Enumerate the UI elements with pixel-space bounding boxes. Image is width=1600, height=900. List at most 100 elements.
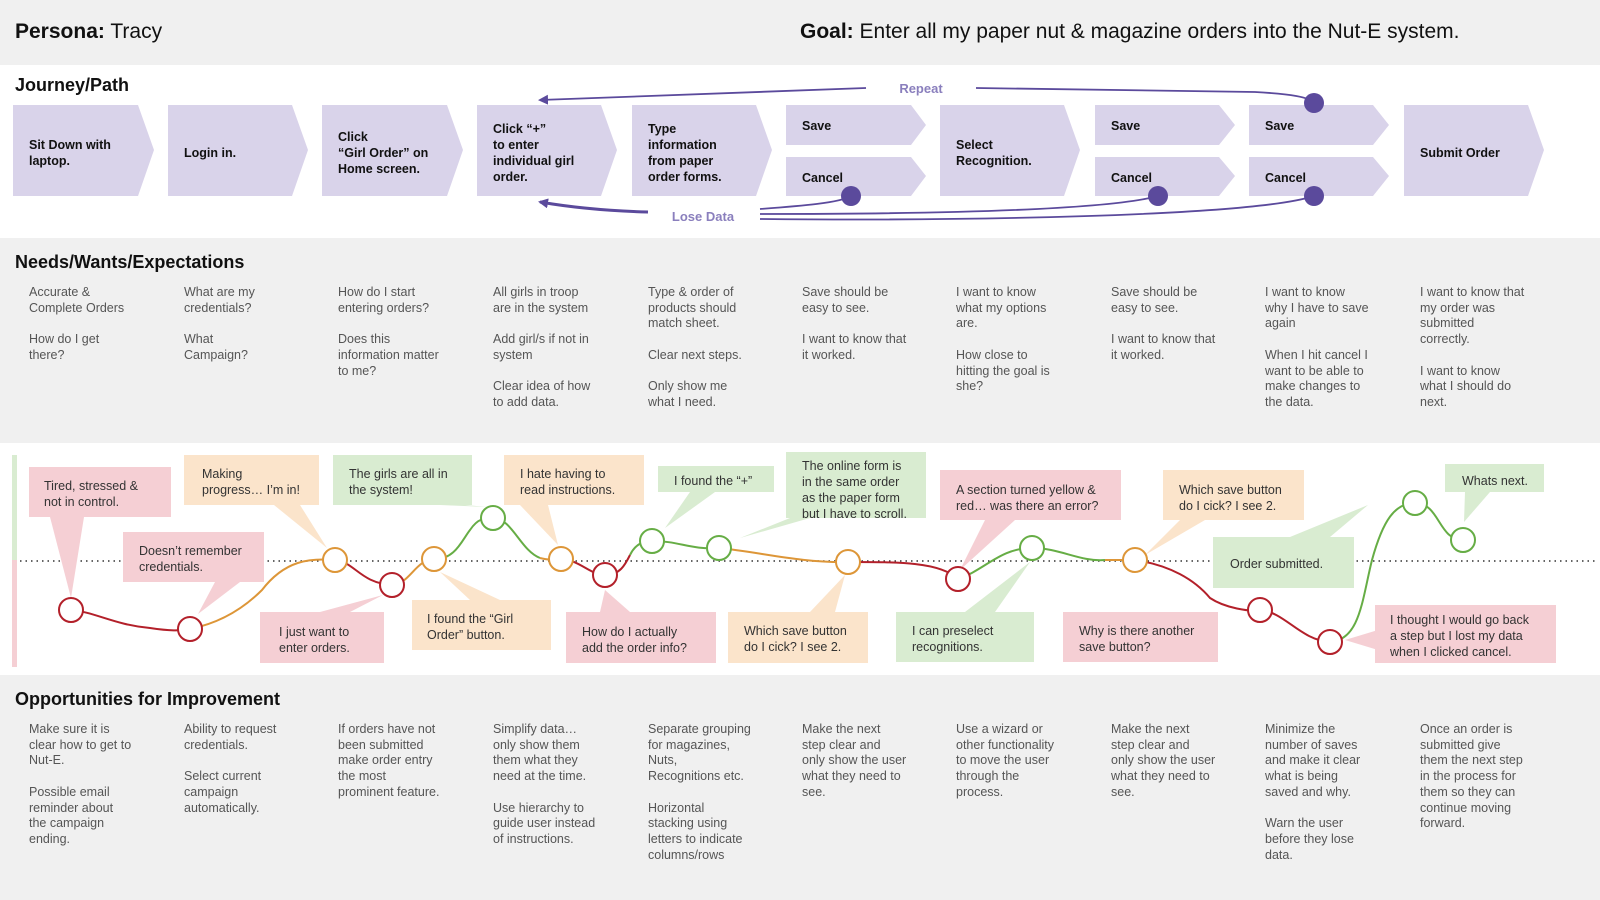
needs-column-7: I want to know what my options are. How … bbox=[956, 285, 1050, 394]
bubble-6: I found the “Girl Order” button. bbox=[427, 612, 514, 642]
cancel-node-2 bbox=[1148, 186, 1168, 206]
step-chevron-8 bbox=[940, 105, 1080, 196]
cancel-node-3 bbox=[1304, 186, 1324, 206]
curve-segment-13 bbox=[1134, 559, 1331, 643]
step-label-7: Cancel bbox=[802, 171, 843, 185]
opportunity-column-4: Simplify data… only show them them what … bbox=[493, 722, 596, 846]
step-chevron-5 bbox=[632, 105, 772, 196]
repeat-arrow bbox=[538, 87, 867, 105]
bubble-shape-18 bbox=[1345, 605, 1556, 663]
curve-node-10 bbox=[706, 535, 732, 561]
curve-node-13 bbox=[1019, 535, 1045, 561]
step-label-5: Type information from paper order forms. bbox=[648, 122, 722, 184]
header-band bbox=[0, 0, 1600, 65]
bubble-shape-8 bbox=[566, 590, 716, 663]
curve-node-2 bbox=[177, 616, 203, 642]
step-label-11: Save bbox=[1265, 119, 1295, 133]
curve-segment-14 bbox=[1329, 501, 1464, 643]
opportunity-column-9: Minimize the number of saves and make it… bbox=[1265, 722, 1361, 862]
repeat-label: Repeat bbox=[899, 81, 943, 96]
step-chevron-13 bbox=[1404, 105, 1544, 196]
curve-segment-1 bbox=[70, 609, 191, 632]
curve-segment-2 bbox=[189, 558, 336, 630]
persona-name: Tracy bbox=[110, 20, 163, 43]
step-label-6: Save bbox=[802, 119, 832, 133]
curve-node-17 bbox=[1402, 490, 1428, 516]
lose-data-line-3 bbox=[759, 195, 1315, 221]
step-label-9: Save bbox=[1111, 119, 1141, 133]
bubble-shape-10 bbox=[740, 452, 926, 538]
step-chevron-2 bbox=[168, 105, 308, 196]
bubble-shape-6 bbox=[412, 572, 551, 650]
bubble-shape-5 bbox=[333, 455, 488, 507]
journey-title: Journey/Path bbox=[15, 75, 130, 95]
step-chevron-12 bbox=[1249, 157, 1389, 196]
curve-node-9 bbox=[639, 528, 665, 554]
curve-node-7 bbox=[548, 546, 574, 572]
bubble-8: How do I actually add the order info? bbox=[582, 625, 687, 655]
curve-node-18 bbox=[1450, 527, 1476, 553]
bubble-1: Tired, stressed & not in control. bbox=[44, 479, 139, 509]
step-label-4: Click “+” to enter individual girl order… bbox=[493, 122, 575, 184]
opportunity-column-3: If orders have not been submitted make o… bbox=[338, 722, 440, 799]
bubble-18: I thought I would go back a step but I l… bbox=[1390, 613, 1529, 659]
step-chevron-6 bbox=[786, 105, 926, 145]
opportunity-column-10: Once an order is submitted give them the… bbox=[1420, 722, 1523, 831]
step-chevron-7 bbox=[786, 157, 926, 196]
bubble-3: Making progress… I’m in! bbox=[202, 467, 300, 497]
curve-segment-10 bbox=[847, 561, 959, 580]
curve-node-16 bbox=[1317, 629, 1343, 655]
bubble-shape-11 bbox=[728, 575, 868, 663]
bubble-17: Whats next. bbox=[1462, 474, 1528, 488]
bubble-5: The girls are all in the system! bbox=[349, 467, 448, 497]
bubble-4: I just want to enter orders. bbox=[279, 625, 350, 655]
curve-segment-9 bbox=[718, 547, 849, 564]
goal-heading: Goal: Enter all my paper nut & magazine … bbox=[800, 20, 1460, 43]
bubble-shape-9 bbox=[658, 466, 774, 528]
curve-node-11 bbox=[835, 549, 861, 575]
opportunity-column-6: Make the next step clear and only show t… bbox=[802, 722, 907, 799]
needs-column-8: Save should be easy to see. I want to kn… bbox=[1111, 285, 1216, 362]
bubble-10: The online form is in the same order as … bbox=[802, 459, 907, 521]
goal-text: Enter all my paper nut & magazine orders… bbox=[859, 20, 1460, 43]
bubble-shape-7 bbox=[504, 455, 644, 545]
opportunities-title: Opportunities for Improvement bbox=[15, 689, 281, 709]
curve-node-3 bbox=[322, 547, 348, 573]
curve-node-15 bbox=[1247, 597, 1273, 623]
needs-column-6: Save should be easy to see. I want to kn… bbox=[802, 285, 907, 362]
step-chevron-11 bbox=[1249, 105, 1389, 145]
curve-node-1 bbox=[58, 597, 84, 623]
step-chevron-4 bbox=[477, 105, 617, 196]
opportunity-column-8: Make the next step clear and only show t… bbox=[1111, 722, 1216, 799]
step-label-13: Submit Order bbox=[1420, 146, 1500, 160]
curve-node-12 bbox=[945, 566, 971, 592]
bubble-shape-1 bbox=[29, 467, 171, 598]
step-label-12: Cancel bbox=[1265, 171, 1306, 185]
lose-data-arrow bbox=[538, 198, 649, 214]
step-label-1: Sit Down with laptop. bbox=[29, 138, 111, 168]
step-label-3: Click “Girl Order” on Home screen. bbox=[338, 130, 429, 176]
opportunity-column-7: Use a wizard or other functionality to m… bbox=[956, 722, 1054, 799]
repeat-node bbox=[1304, 93, 1324, 113]
bubble-shape-3 bbox=[184, 455, 327, 548]
bubble-shape-14 bbox=[1145, 470, 1304, 555]
needs-column-4: All girls in troop are in the system Add… bbox=[493, 285, 591, 409]
bubble-7: I hate having to read instructions. bbox=[520, 467, 616, 497]
curve-node-6 bbox=[480, 505, 506, 531]
negative-axis-bar bbox=[12, 560, 17, 667]
needs-title: Needs/Wants/Expectations bbox=[15, 252, 245, 272]
step-label-8: Select Recognition. bbox=[956, 138, 1032, 168]
needs-band bbox=[0, 238, 1600, 443]
lose-data-line-2 bbox=[759, 195, 1159, 215]
bubble-14: Which save button do I cick? I see 2. bbox=[1179, 483, 1282, 513]
step-chevron-9 bbox=[1095, 105, 1235, 145]
bubble-15: Why is there another save button? bbox=[1079, 624, 1195, 654]
step-chevron-1 bbox=[13, 105, 154, 196]
opportunity-column-5: Separate grouping for magazines, Nuts, R… bbox=[648, 722, 751, 862]
bubble-shape-2 bbox=[123, 532, 264, 614]
persona-heading: Persona: Tracy bbox=[15, 20, 163, 43]
bubble-11: Which save button do I cick? I see 2. bbox=[744, 624, 847, 654]
needs-column-1: Accurate & Complete Orders How do I get … bbox=[29, 285, 125, 362]
